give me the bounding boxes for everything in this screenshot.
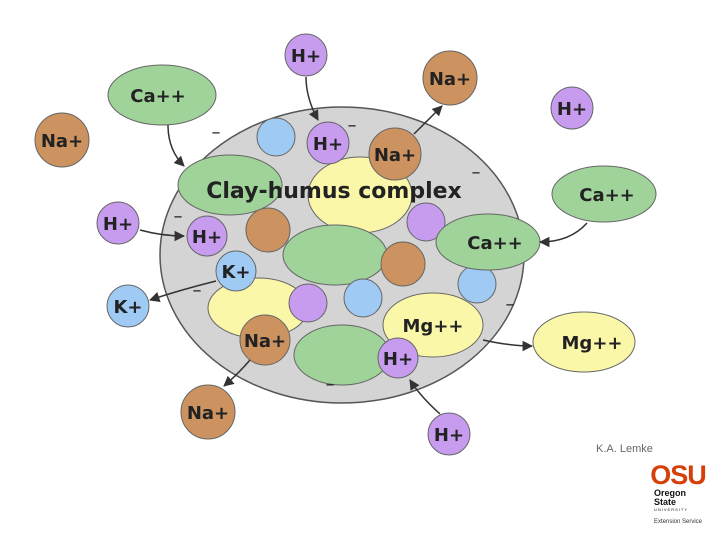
- ion-label: Na+: [41, 131, 83, 152]
- ion-na-top-right: Na+: [422, 50, 478, 106]
- ion-na-bottom: Na+: [180, 384, 236, 440]
- negative-charge: –: [348, 115, 357, 136]
- ion-label: Ca++: [579, 185, 635, 206]
- ion-label: K+: [113, 297, 142, 318]
- ion-label: Mg++: [562, 333, 623, 354]
- arrow-na-out-top: [413, 105, 443, 135]
- negative-charge: –: [506, 294, 515, 315]
- arrow-k-out: [149, 280, 217, 302]
- ion-na-inner-top: Na+: [368, 127, 422, 181]
- negative-charge: –: [193, 280, 202, 301]
- inner-purple-circle-center: [288, 283, 328, 323]
- ion-label: H+: [557, 99, 587, 120]
- arrow-h-in-bottom: [409, 379, 441, 415]
- arrow-ca-in-right: [538, 222, 588, 248]
- osu-logo-division: Extension Service: [653, 519, 703, 525]
- ion-mg-out: Mg++: [532, 311, 636, 373]
- inner-blue-circle-center: [343, 278, 383, 318]
- negative-charge-marks: – – – – – – –: [174, 115, 515, 395]
- ion-h-bottom: H+: [427, 412, 471, 456]
- ion-label: H+: [313, 134, 343, 155]
- negative-charge: –: [326, 374, 335, 395]
- ion-h-inner-left: H+: [186, 215, 228, 257]
- osu-logo-name: Oregon State: [654, 488, 687, 507]
- ion-label: Na+: [244, 331, 286, 352]
- ion-label: Na+: [187, 403, 229, 424]
- inner-brown-circle-right: [380, 241, 426, 287]
- inner-purple-circle-right: [406, 202, 446, 242]
- ion-label: H+: [383, 349, 413, 370]
- arrow-h-top-in: [305, 76, 319, 121]
- osu-logo-university: UNIVERSITY: [654, 507, 689, 512]
- inner-brown-circle-left: [245, 207, 291, 253]
- complex-label: Clay-humus complex: [206, 179, 461, 204]
- arrow-h-in-left: [139, 229, 186, 242]
- negative-charge: –: [212, 122, 221, 143]
- ion-label: K+: [221, 262, 250, 283]
- ion-label: Ca++: [467, 233, 523, 254]
- ion-ca-inner-right: Ca++: [435, 213, 541, 271]
- ion-label: H+: [103, 214, 133, 235]
- ion-k-inner: K+: [215, 250, 257, 292]
- inner-blue-circle-top: [256, 117, 296, 157]
- author-credit: K.A. Lemke: [596, 443, 653, 455]
- exchange-arrows: [139, 76, 588, 415]
- ion-k-out: K+: [106, 284, 150, 328]
- ion-label: H+: [434, 425, 464, 446]
- osu-logo-mark: OSU: [650, 460, 707, 490]
- negative-charge: –: [174, 206, 183, 227]
- ion-label: Mg++: [403, 316, 464, 337]
- ion-label: H+: [192, 227, 222, 248]
- ion-na-left: Na+: [34, 112, 90, 168]
- ion-h-inner-bottom: H+: [377, 337, 419, 379]
- ion-h-top: H+: [284, 33, 328, 77]
- ion-label: H+: [291, 46, 321, 67]
- ion-h-left: H+: [96, 201, 140, 245]
- ion-na-inner-bottom: Na+: [239, 314, 291, 366]
- inner-green-blob-left: [177, 154, 283, 216]
- inner-green-blob-bottom: [293, 324, 391, 386]
- ion-ca-right: Ca++: [551, 165, 657, 223]
- ion-h-right-far: H+: [550, 86, 594, 130]
- osu-logo: OSU Oregon State UNIVERSITY Extension Se…: [648, 460, 708, 526]
- ion-label: Ca++: [130, 86, 186, 107]
- ion-label: Na+: [429, 69, 471, 90]
- ion-ca-top-left: Ca++: [107, 64, 217, 126]
- arrow-na-out-bottom: [223, 359, 251, 387]
- ion-label: Na+: [374, 145, 416, 166]
- ion-h-inner-top: H+: [306, 121, 350, 165]
- arrow-ca-in-top-left: [167, 124, 185, 167]
- inner-blue-circle-right: [457, 264, 497, 304]
- negative-charge: –: [472, 162, 481, 183]
- arrow-mg-out: [482, 339, 534, 352]
- inner-green-blob-center: [282, 224, 388, 286]
